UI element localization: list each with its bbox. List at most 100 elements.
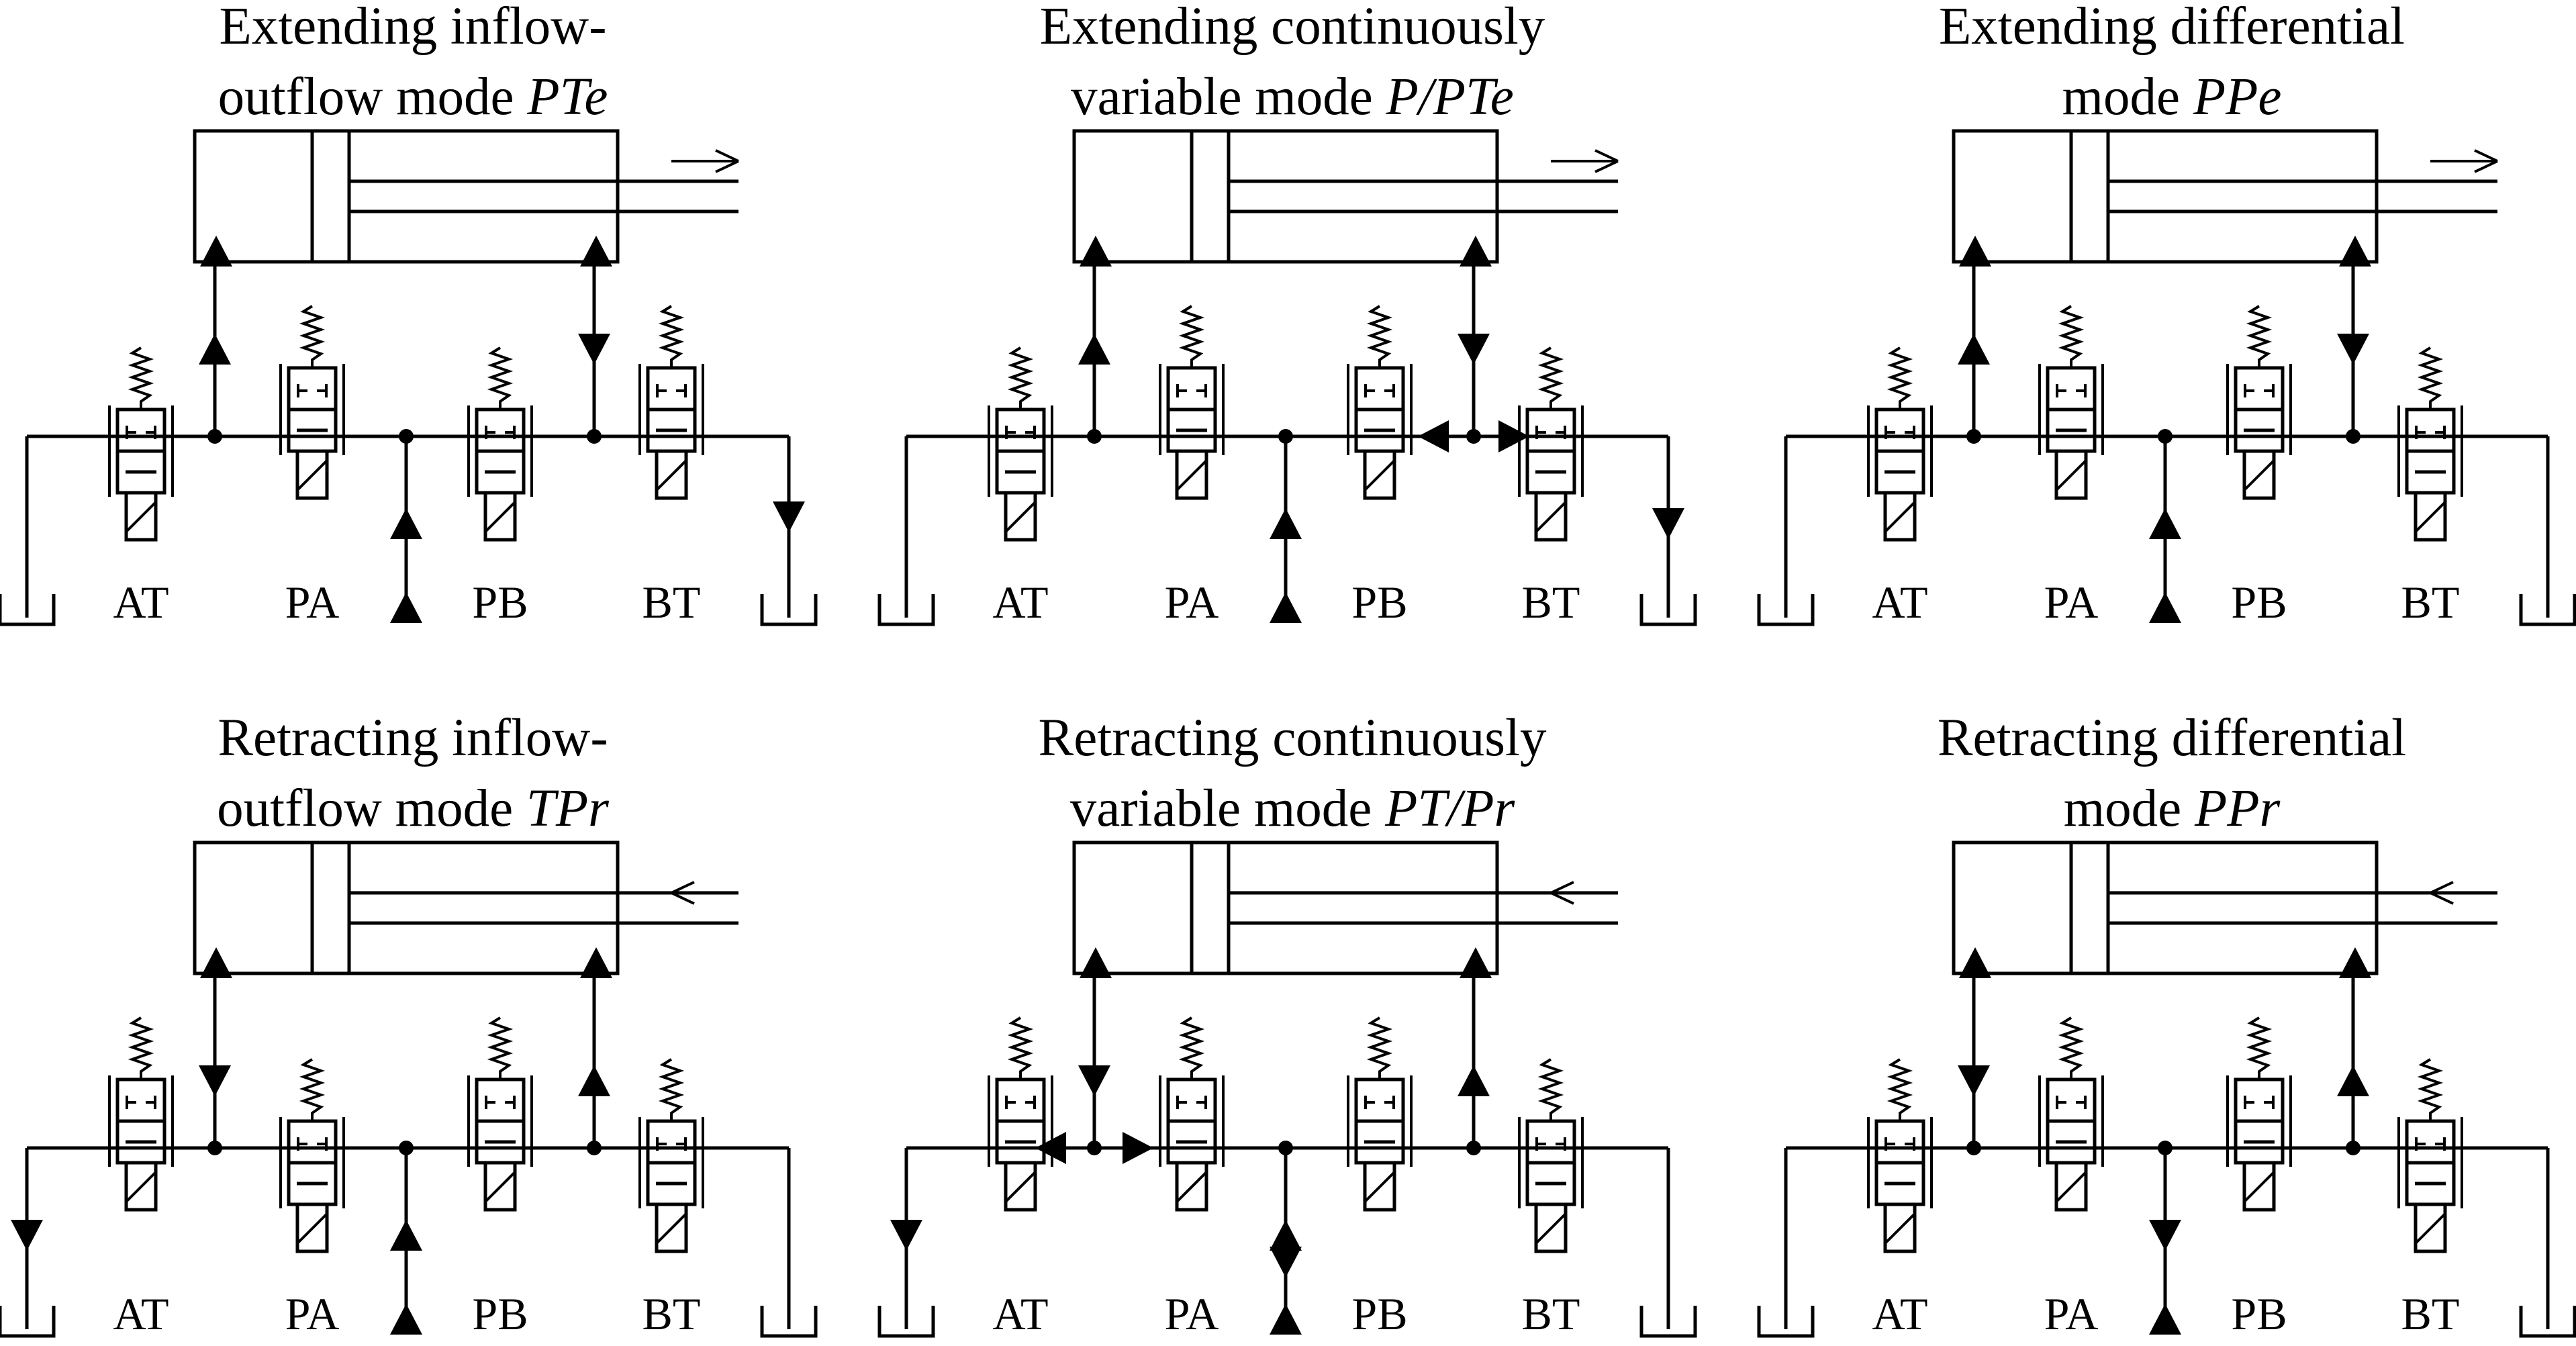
- tank-icon: [760, 1306, 818, 1338]
- spring-icon: [2417, 346, 2444, 410]
- piston: [2069, 840, 2110, 975]
- directional-valve: [1347, 1016, 1413, 1212]
- pump-source-icon: [2149, 1304, 2181, 1335]
- solenoid-coil: [125, 501, 157, 533]
- directional-valve: [467, 1016, 533, 1212]
- motion-arrowhead-icon: [715, 160, 739, 173]
- mode-code: PPr: [2194, 779, 2281, 838]
- directional-valve: [1159, 305, 1225, 500]
- flow-arrow-icon: [390, 508, 422, 539]
- valve-label-at: AT: [1872, 1288, 1927, 1339]
- solenoid-icon: [483, 1161, 517, 1212]
- solenoid-icon: [483, 491, 517, 542]
- cylinder-barrel: [193, 129, 620, 264]
- motion-arrowhead-icon: [2474, 149, 2498, 162]
- spring-icon: [128, 346, 154, 410]
- flow-arrow-icon: [390, 1220, 422, 1251]
- spring-icon: [299, 305, 326, 368]
- junction-dot-icon: [2158, 1141, 2173, 1155]
- spring-icon: [1537, 346, 1564, 410]
- mode-code: PTe: [526, 68, 608, 126]
- valve-label-bt: BT: [642, 1288, 701, 1339]
- spring-icon: [299, 1058, 326, 1121]
- motion-arrowhead-icon: [671, 881, 695, 894]
- directional-valve: [638, 305, 704, 500]
- motion-arrowhead-icon: [1550, 892, 1574, 905]
- pump-source-icon: [390, 1304, 422, 1335]
- valve-label-pa: PA: [1165, 1288, 1219, 1339]
- solenoid-coil: [484, 501, 516, 533]
- spring-icon: [1537, 1058, 1564, 1121]
- spring-icon: [487, 1016, 514, 1079]
- valve-label-at: AT: [992, 577, 1048, 628]
- flow-arrow-icon: [1035, 1132, 1066, 1164]
- hydraulic-cylinder: [1072, 129, 1618, 267]
- junction-dot-icon: [1278, 429, 1293, 444]
- cylinder-barrel: [1952, 840, 2379, 975]
- motion-arrowhead-icon: [1594, 160, 1619, 173]
- valve-label-pa: PA: [285, 1288, 340, 1339]
- hydraulic-cylinder: [1952, 129, 2497, 267]
- flow-arrow-icon: [1123, 1132, 1153, 1164]
- spring-icon: [2246, 305, 2273, 368]
- directional-valve: [1518, 1058, 1584, 1253]
- cylinder-barrel: [1072, 840, 1499, 975]
- valve-label-pb: PB: [472, 577, 528, 628]
- panel-title-line2: variable mode P/PTe: [1071, 68, 1514, 126]
- motion-arrowhead-icon: [671, 892, 695, 905]
- flow-arrow-icon: [1270, 1220, 1302, 1251]
- solenoid-coil: [1004, 501, 1037, 533]
- panel-title-line1: Extending inflow-: [219, 0, 606, 56]
- motion-arrowhead-icon: [2474, 160, 2498, 173]
- junction-dot-icon: [1087, 1141, 1102, 1155]
- port-triangle-icon: [580, 236, 612, 267]
- directional-valve: [1347, 305, 1413, 500]
- spring-icon: [128, 1016, 154, 1079]
- spring-icon: [2058, 1016, 2085, 1079]
- solenoid-icon: [1175, 1161, 1208, 1212]
- port-triangle-icon: [1080, 236, 1112, 267]
- solenoid-icon: [2054, 449, 2088, 500]
- directional-valve: [1159, 1016, 1225, 1212]
- valve-label-at: AT: [992, 1288, 1048, 1339]
- tank-icon: [1639, 1306, 1697, 1338]
- flow-arrow-icon: [2149, 508, 2181, 539]
- cylinder-barrel: [193, 840, 620, 975]
- flow-arrow-icon: [199, 1065, 231, 1096]
- solenoid-coil: [1535, 1212, 1567, 1245]
- solenoid-coil: [655, 1212, 687, 1245]
- valve-label-at: AT: [1872, 577, 1927, 628]
- flow-arrow-icon: [1958, 334, 1990, 365]
- solenoid-coil: [484, 1171, 516, 1203]
- valve-label-bt: BT: [642, 577, 701, 628]
- directional-valve: [2226, 305, 2292, 500]
- solenoid-icon: [124, 491, 158, 542]
- motion-arrowhead-icon: [1594, 149, 1619, 162]
- port-triangle-icon: [1959, 236, 1991, 267]
- piston: [1190, 129, 1231, 264]
- valve-label-pa: PA: [2044, 577, 2099, 628]
- directional-valve: [2038, 305, 2104, 500]
- panel-title-line1: Retracting inflow-: [218, 709, 608, 767]
- solenoid-coil: [2055, 1171, 2087, 1203]
- tank-icon: [2519, 1306, 2576, 1338]
- flow-arrow-icon: [1458, 1065, 1490, 1096]
- directional-valve: [2226, 1016, 2292, 1212]
- solenoid-icon: [2242, 1161, 2276, 1212]
- solenoid-coil: [296, 459, 328, 491]
- valve-label-pb: PB: [472, 1288, 528, 1339]
- directional-valve: [108, 346, 174, 542]
- valve-label-pa: PA: [1165, 577, 1219, 628]
- flow-arrow-icon: [1458, 334, 1490, 365]
- solenoid-coil: [2055, 459, 2087, 491]
- flow-arrow-icon: [578, 1065, 610, 1096]
- junction-dot-icon: [207, 1141, 222, 1155]
- junction-dot-icon: [1466, 429, 1481, 444]
- valve-label-pa: PA: [2044, 1288, 2099, 1339]
- valve-label-at: AT: [113, 577, 169, 628]
- cylinder-barrel: [1952, 129, 2379, 264]
- flow-arrow-icon: [2149, 1220, 2181, 1251]
